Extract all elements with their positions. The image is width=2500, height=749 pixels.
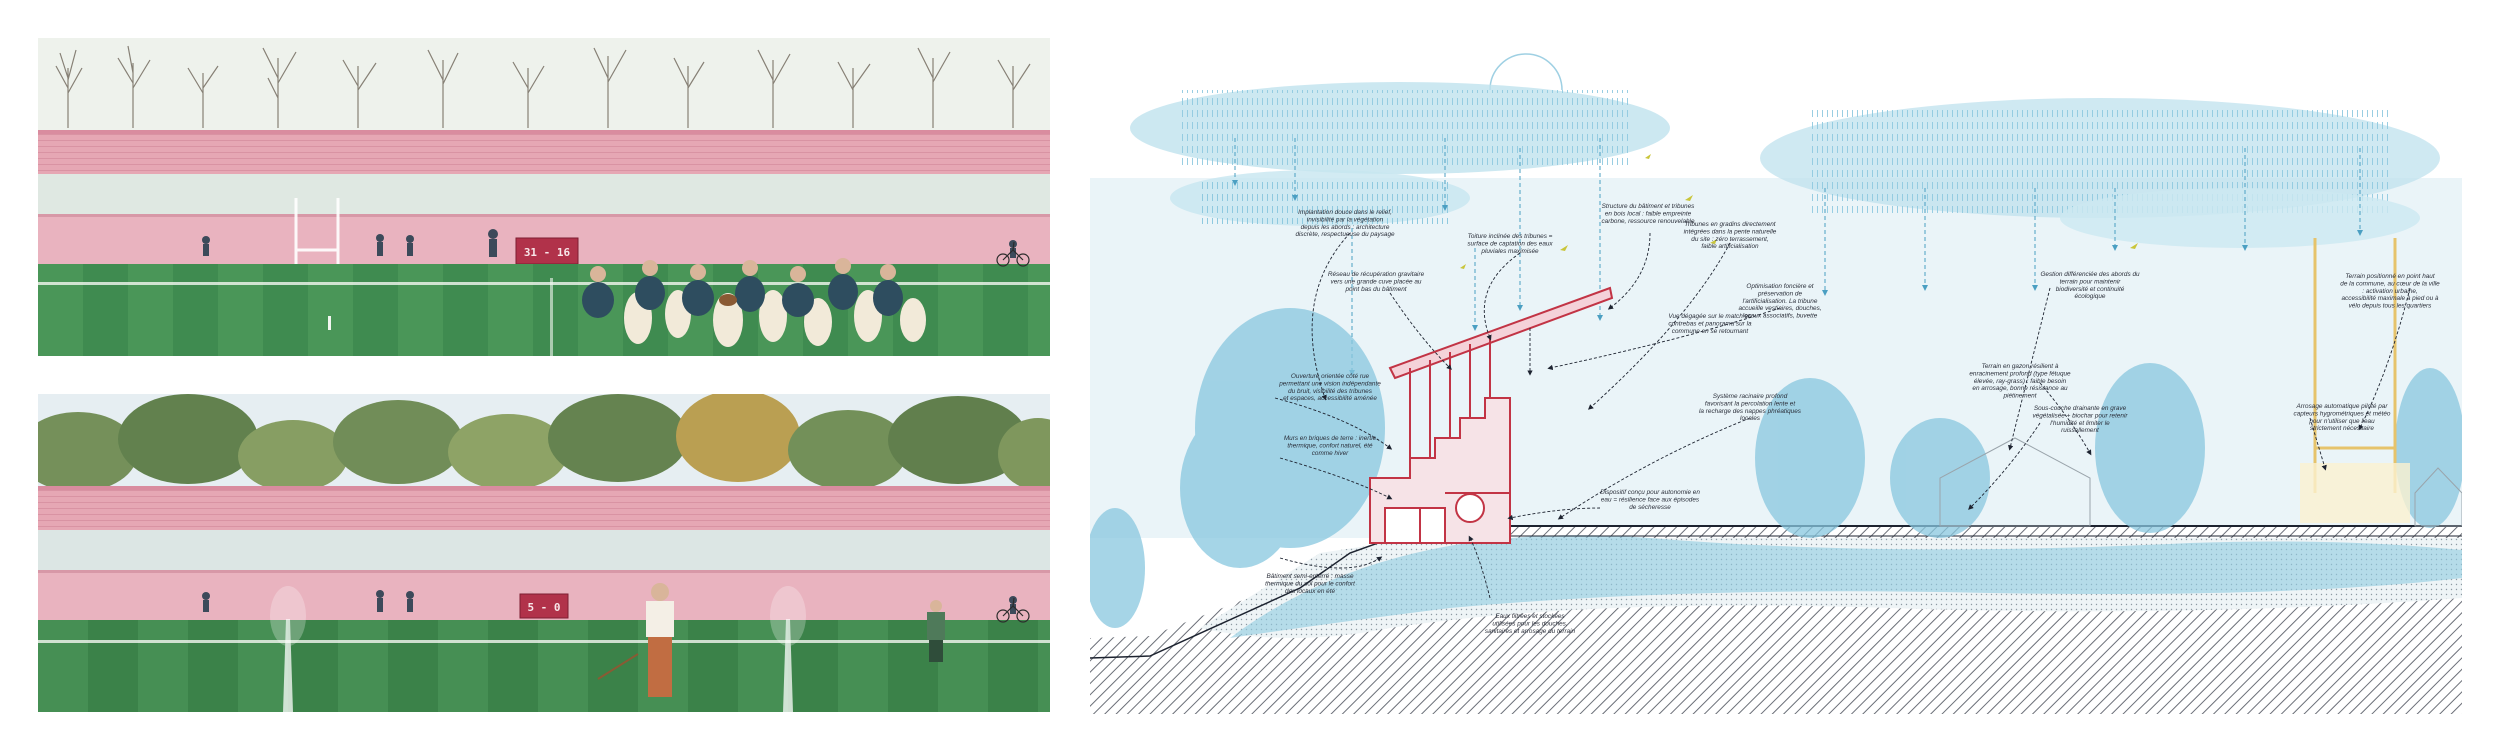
rugby-players [582, 258, 926, 347]
goal-posts [2313, 238, 2397, 493]
leafy-trees [38, 394, 1050, 492]
spectator-figure [927, 600, 945, 662]
bare-trees [55, 45, 1031, 128]
sprinkler-jets [270, 586, 806, 712]
player-figure [597, 583, 674, 697]
stadium-section-diagram: Implantation douce dans le relief,invisi… [1090, 38, 2462, 714]
scoreboard: 5 - 0 [519, 593, 569, 619]
cyclist [996, 241, 1030, 267]
stadium-leafy-illustration: 5 - 0 [38, 394, 1050, 712]
section-trees [1090, 308, 2462, 628]
cyclist [996, 597, 1030, 623]
score-text: 31 - 16 [524, 246, 571, 259]
annotation-text: Implantation douce dans le relief,invisi… [1295, 209, 1395, 238]
annotation-text: Toiture inclinée des tribunes =surface d… [1467, 233, 1553, 255]
stadium-summer-illustration: 31 - 16 [38, 38, 1050, 356]
sun-icon [1489, 53, 1563, 91]
scoreboard: 31 - 16 [515, 237, 579, 265]
stand-building-section [1369, 286, 1614, 544]
section-annotations: Implantation douce dans le relief,invisi… [1265, 203, 2440, 635]
score-text: 5 - 0 [527, 601, 560, 614]
rain-clouds [1130, 82, 2440, 248]
